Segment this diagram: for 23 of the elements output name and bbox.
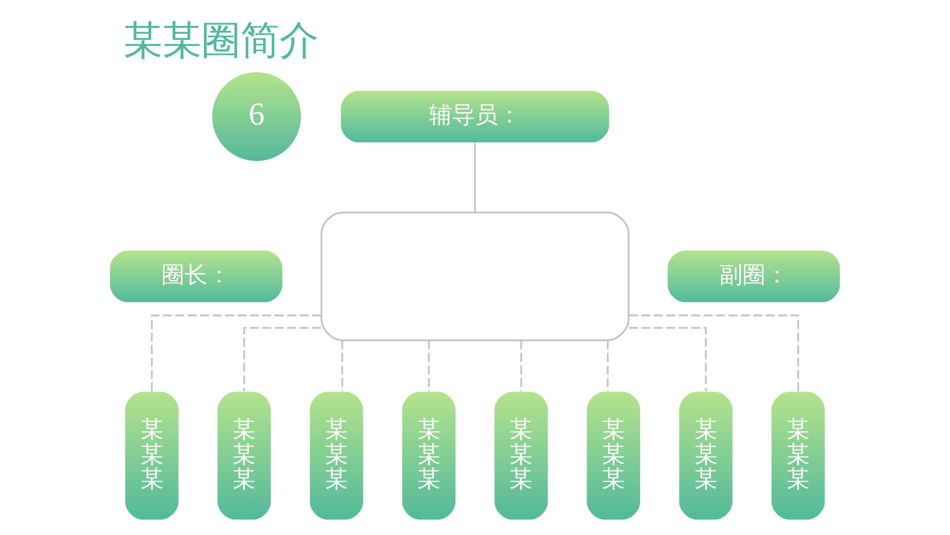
- connector: [341, 340, 344, 392]
- node-box: 某某某: [494, 392, 548, 520]
- node-box: 圈长：: [110, 250, 282, 302]
- node-circle: 6: [212, 72, 301, 161]
- node-box: 某某某: [218, 392, 271, 520]
- diagram-title: 某某圈简介: [124, 18, 319, 64]
- connector: [629, 314, 800, 392]
- node-box: 某某某: [772, 392, 825, 520]
- connector: [474, 142, 476, 212]
- node-box: 某某某: [679, 392, 732, 520]
- node-box: 某某某: [402, 392, 456, 520]
- connector: [428, 340, 430, 392]
- node-box: 辅导员：: [340, 90, 610, 142]
- node-box: 某某某: [125, 392, 178, 520]
- connector: [606, 340, 609, 392]
- connector: [243, 326, 322, 392]
- node-box: 副圈：: [668, 250, 840, 302]
- connector: [520, 340, 522, 392]
- node-box: [320, 212, 630, 342]
- connector: [150, 314, 321, 392]
- connector: [628, 326, 707, 392]
- node-box: 某某某: [586, 392, 640, 520]
- node-box: 某某某: [310, 392, 364, 520]
